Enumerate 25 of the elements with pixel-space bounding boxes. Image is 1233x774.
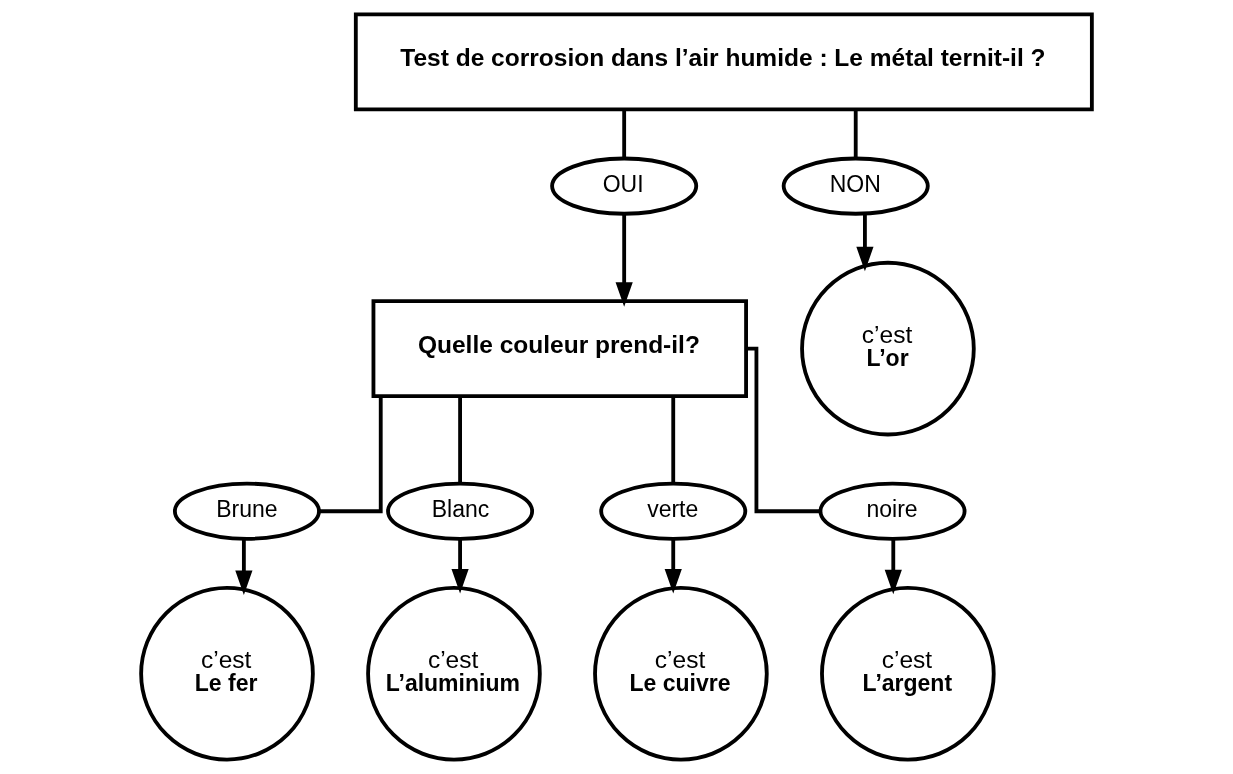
arrow bbox=[235, 539, 253, 595]
node-circle: c’est L’aluminium bbox=[366, 585, 542, 762]
node-ellipse: verte bbox=[599, 481, 748, 541]
node-circle: c’est L’argent bbox=[820, 585, 996, 762]
node-box: Test de corrosion dans l’air humide : Le métal ternit-il ? bbox=[353, 12, 1094, 112]
node-ellipse: NON bbox=[781, 156, 930, 216]
connector bbox=[458, 396, 462, 484]
node-ellipse: noire bbox=[818, 481, 967, 541]
node-box: Quelle couleur prend-il? bbox=[371, 299, 748, 399]
connector bbox=[319, 396, 383, 514]
node-circle: c’est Le cuivre bbox=[593, 585, 769, 762]
arrow bbox=[856, 213, 874, 272]
connector bbox=[746, 346, 821, 514]
node-ellipse: Brune bbox=[172, 481, 321, 541]
arrow bbox=[451, 539, 469, 594]
arrow bbox=[615, 214, 633, 307]
node-circle: c’est L’or bbox=[800, 260, 976, 437]
node-ellipse: OUI bbox=[550, 156, 699, 216]
node-circle: c’est Le fer bbox=[139, 585, 315, 762]
node-ellipse: Blanc bbox=[386, 481, 535, 541]
connector bbox=[671, 396, 676, 484]
arrow bbox=[884, 539, 902, 595]
connector bbox=[853, 109, 858, 159]
arrow bbox=[664, 539, 682, 594]
connector bbox=[622, 109, 627, 159]
